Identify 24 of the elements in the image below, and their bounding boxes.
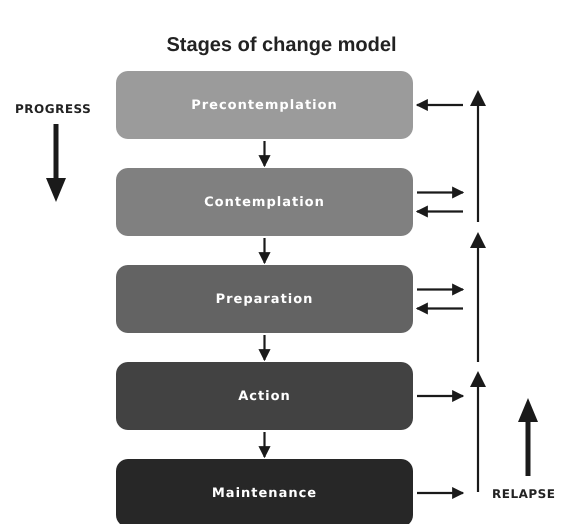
stage-label: Preparation — [216, 292, 314, 306]
arrow — [258, 432, 271, 458]
arrow — [417, 283, 464, 296]
arrow — [416, 205, 463, 218]
arrow — [417, 486, 464, 500]
stage-box — [116, 71, 413, 139]
stage-box — [116, 168, 413, 236]
diagram-title: Stages of change model — [165, 34, 398, 57]
stage-box — [116, 459, 413, 524]
arrow — [258, 335, 271, 362]
stage-box — [116, 265, 413, 333]
stage-label: Contemplation — [204, 194, 325, 210]
direction-label: PROGRESS — [15, 102, 92, 116]
arrow — [416, 98, 463, 112]
arrow — [258, 141, 271, 168]
direction-label: RELAPSE — [492, 487, 556, 501]
arrow — [417, 186, 464, 199]
stage-label: Action — [238, 388, 291, 404]
stage-label: Maintenance — [212, 486, 318, 500]
arrow — [416, 302, 463, 315]
arrow — [417, 390, 464, 402]
stage-box — [116, 362, 413, 430]
stage-label: Precontemplation — [191, 98, 338, 112]
arrow — [258, 238, 271, 264]
